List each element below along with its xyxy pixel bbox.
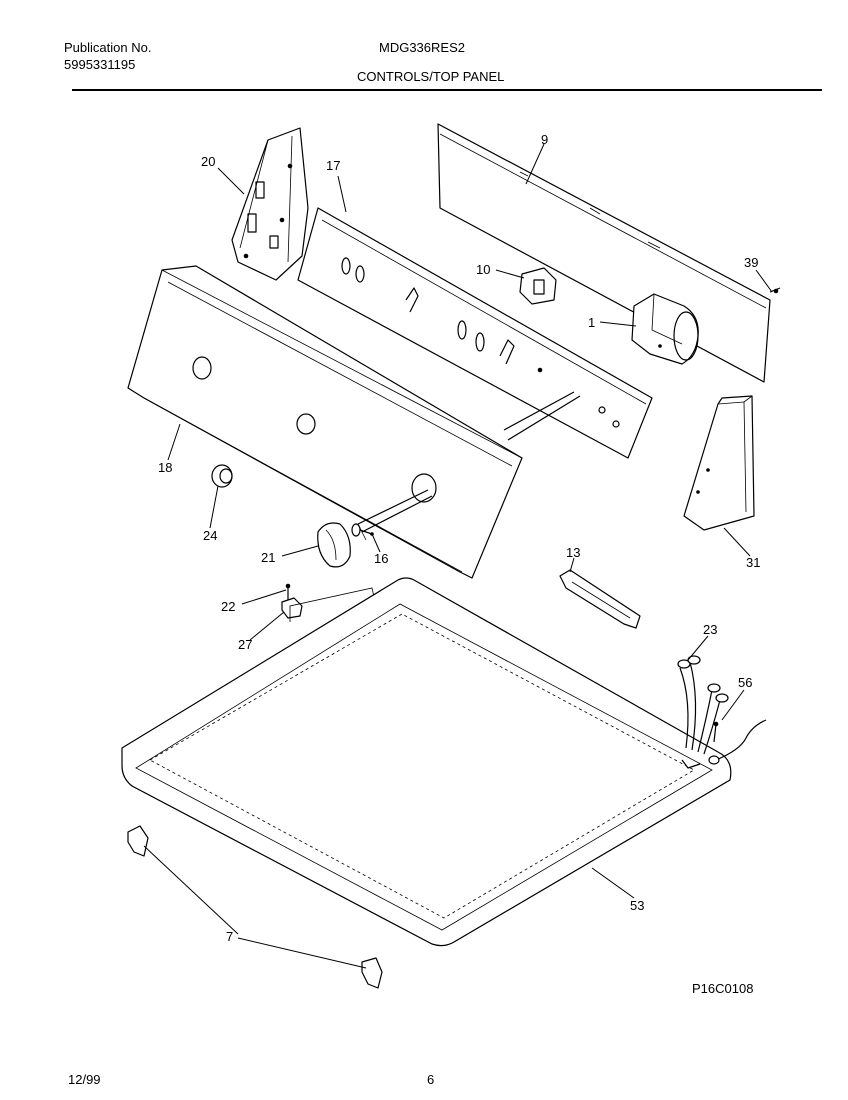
part-1-timer (631, 293, 699, 365)
callout-27: 27 (238, 637, 252, 652)
callout-9: 9 (541, 132, 548, 147)
model-number: MDG336RES2 (379, 40, 465, 55)
callout-7: 7 (226, 929, 233, 944)
part-17-control-panel (297, 207, 653, 459)
callout-24: 24 (203, 528, 217, 543)
callout-1: 1 (588, 315, 595, 330)
part-31-end-cap (683, 395, 755, 531)
callout-21: 21 (261, 550, 275, 565)
figure-code: P16C0108 (692, 981, 754, 996)
callout-17: 17 (326, 158, 340, 173)
part-7-foot-upper (127, 825, 149, 857)
leader-lines (143, 143, 773, 969)
part-24-knob (211, 464, 233, 488)
callout-23: 23 (703, 622, 717, 637)
part-7-foot-lower (361, 957, 383, 989)
header-rule (72, 89, 822, 91)
callout-56: 56 (738, 675, 752, 690)
part-27-clip (281, 597, 303, 619)
callout-labels: 20 17 9 39 10 1 18 24 21 16 13 31 22 27 … (158, 132, 760, 944)
part-21-timer-knob (317, 522, 361, 568)
callout-10: 10 (476, 262, 490, 277)
control-shafts (357, 391, 581, 541)
part-56-screw (708, 721, 720, 765)
callout-39: 39 (744, 255, 758, 270)
publication-number: 5995331195 (64, 57, 136, 72)
part-13-bracket (559, 569, 641, 629)
part-53-top-panel (121, 577, 732, 947)
publication-label: Publication No. (64, 40, 152, 55)
callout-31: 31 (746, 555, 760, 570)
callout-18: 18 (158, 460, 172, 475)
part-22-screw (285, 583, 291, 600)
part-10-switch (519, 267, 557, 305)
footer-date: 12/99 (68, 1072, 101, 1087)
callout-20: 20 (201, 154, 215, 169)
section-title: CONTROLS/TOP PANEL (357, 69, 505, 84)
callout-16: 16 (374, 551, 388, 566)
callout-53: 53 (630, 898, 644, 913)
callout-13: 13 (566, 545, 580, 560)
part-20-control-board (231, 127, 309, 281)
page-number: 6 (427, 1072, 435, 1087)
callout-22: 22 (221, 599, 235, 614)
